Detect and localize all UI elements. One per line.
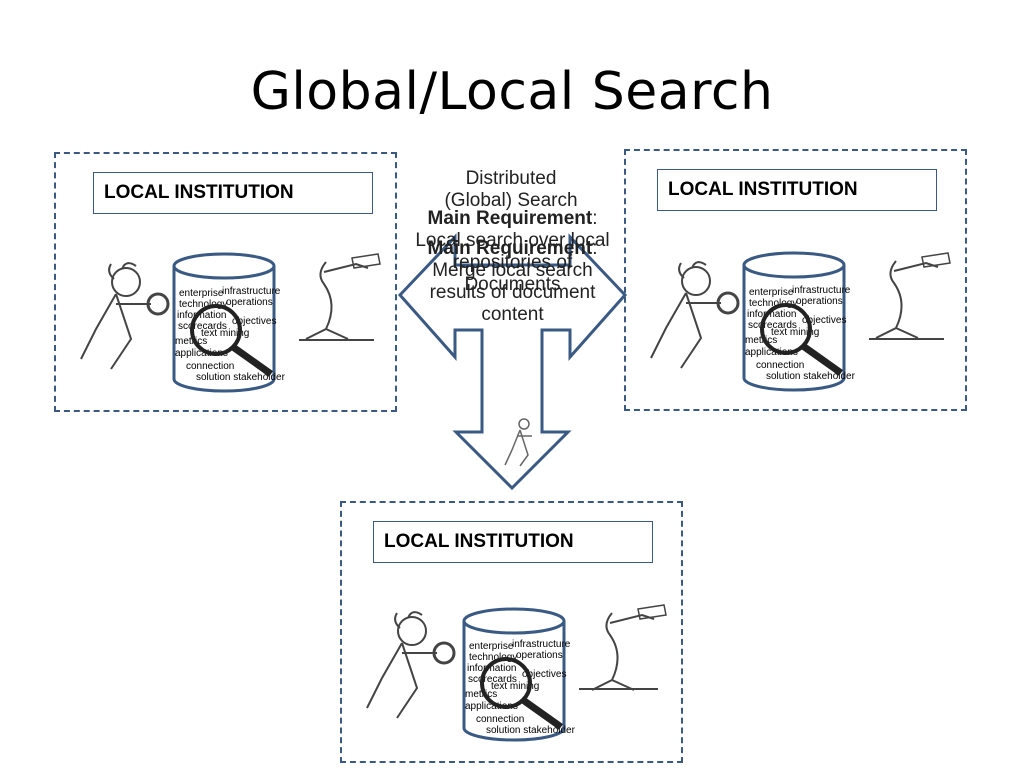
institution-box-top-right: LOCAL INSTITUTION enterprise infrastruct… [624,149,967,411]
svg-text:applications: applications [745,347,798,358]
svg-text:text mining: text mining [491,681,539,692]
svg-text:operations: operations [796,296,843,307]
search-illustration: enterprise infrastructure technology ope… [650,251,951,392]
svg-text:applications: applications [465,701,518,712]
svg-text:information: information [747,309,796,320]
svg-text:applications: applications [175,348,228,359]
svg-text:infrastructure: infrastructure [792,285,851,296]
requirement-local-search-text: Main Requirement: Local search over loca… [405,208,620,296]
person-reading-icon [299,253,381,341]
svg-text:objectives: objectives [522,669,566,680]
database-cylinder-icon: enterprise infrastructure technology ope… [462,607,576,742]
three-way-arrow [397,233,628,491]
search-illustration: enterprise infrastructure technology ope… [366,604,667,742]
svg-text:objectives: objectives [802,315,846,326]
svg-text:solution stakeholder: solution stakeholder [486,725,576,736]
researcher-with-magnifier-icon [650,261,740,369]
svg-text:enterprise: enterprise [749,287,794,298]
svg-text:scorecards: scorecards [468,674,517,685]
slide-title: Global/Local Search [250,62,774,122]
svg-text:scorecards: scorecards [748,320,797,331]
distributed-search-text: Distributed (Global) Search [444,168,578,211]
researcher-with-magnifier-icon [366,611,456,719]
svg-text:information: information [467,663,516,674]
institution-label: LOCAL INSTITUTION [93,172,373,214]
svg-text:text mining: text mining [201,328,249,339]
svg-text:solution stakeholder: solution stakeholder [766,371,856,382]
svg-text:objectives: objectives [232,316,276,327]
svg-text:connection: connection [756,360,804,371]
researcher-with-magnifier-icon [80,262,170,370]
svg-text:infrastructure: infrastructure [222,286,281,297]
svg-text:metrics: metrics [175,336,207,347]
svg-text:metrics: metrics [465,689,497,700]
svg-text:scorecards: scorecards [178,321,227,332]
svg-text:connection: connection [186,361,234,372]
institution-label: LOCAL INSTITUTION [373,521,653,563]
institution-box-bottom: LOCAL INSTITUTION enterprise infrastruct… [340,501,683,763]
database-cylinder-icon: enterprise infrastructure technology ope… [742,251,856,392]
requirement-description: : Merge local search results of document… [429,238,598,325]
database-cylinder-icon: enterprise infrastructure technology ope… [172,252,286,393]
svg-text:technology: technology [179,299,227,310]
svg-text:solution stakeholder: solution stakeholder [196,372,286,383]
requirement-merge-results-text: Main Requirement: Merge local search res… [405,238,620,326]
person-reading-icon [579,604,667,691]
requirement-bold-label: Main Requirement [427,238,593,259]
person-reading-icon [869,252,951,340]
svg-text:enterprise: enterprise [179,288,224,299]
svg-text:operations: operations [226,297,273,308]
svg-text:enterprise: enterprise [469,641,514,652]
search-illustration: enterprise infrastructure technology ope… [80,252,381,393]
institution-box-top-left: LOCAL INSTITUTION enterprise infrastruct… [54,152,397,412]
svg-text:technology: technology [749,298,797,309]
svg-text:connection: connection [476,714,524,725]
svg-text:technology: technology [469,652,517,663]
institution-label: LOCAL INSTITUTION [657,169,937,211]
svg-text:infrastructure: infrastructure [512,639,571,650]
small-researcher-icon [504,418,532,467]
svg-text:text mining: text mining [771,327,819,338]
requirement-bold-label: Main Requirement [427,208,593,229]
svg-text:operations: operations [516,650,563,661]
svg-text:metrics: metrics [745,335,777,346]
svg-text:information: information [177,310,226,321]
requirement-description: : Local search over local repositories o… [415,208,610,295]
